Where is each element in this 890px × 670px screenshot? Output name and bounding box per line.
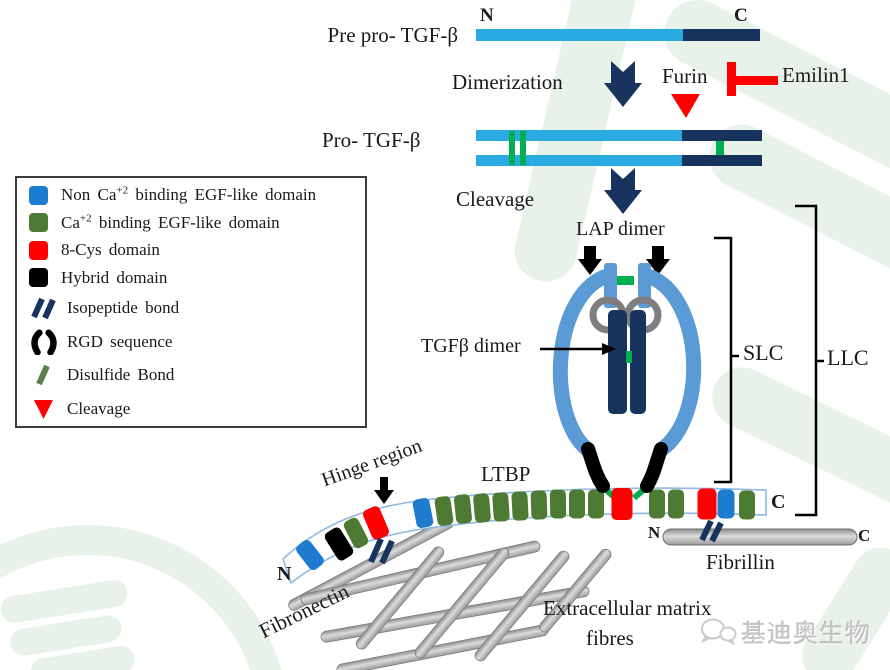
- legend-label: 8-Cys domain: [61, 240, 160, 260]
- legend-label: Hybrid domain: [61, 267, 168, 287]
- tgfb-pointer-arrow: [540, 343, 616, 355]
- legend-item-non-ca-egf: Non Ca+2 binding EGF-like domain: [29, 185, 359, 205]
- slc-bracket: [714, 236, 739, 484]
- legend-item-cleavage: Cleavage: [29, 396, 359, 422]
- tgfb-monomer: [608, 310, 627, 414]
- legend-item-isopeptide: Isopeptide bond: [29, 295, 359, 321]
- tgfb-monomer: [630, 310, 646, 414]
- legend-label: Isopeptide bond: [67, 298, 180, 318]
- ecm-label-line1: Extracellular matrix: [543, 596, 712, 620]
- egf-domain-blue: [412, 498, 434, 528]
- fibrillin-bar: [662, 528, 858, 546]
- legend-box: Non Ca+2 binding EGF-like domain Ca+2 bi…: [15, 176, 367, 428]
- egf-domain-blue: [296, 539, 324, 571]
- disulfide-bond: [617, 276, 634, 285]
- fibrillin-c-label: C: [858, 526, 871, 545]
- legend-label: Non Ca+2 binding EGF-like domain: [61, 184, 317, 204]
- pro-tgfb-label: Pro- TGF-β: [322, 128, 421, 152]
- blue-square-icon: [29, 185, 48, 205]
- fibronectin-n-label: N: [277, 563, 292, 585]
- rgd-tip: [581, 442, 610, 493]
- emilin-label: Emilin1: [782, 63, 850, 87]
- legend-item-hybrid: Hybrid domain: [29, 268, 359, 288]
- slc-complex: [552, 263, 702, 493]
- ltbp-c-label: C: [771, 491, 786, 513]
- legend-label: Disulfide Bond: [67, 365, 175, 385]
- dimerization-label: Dimerization: [452, 70, 563, 94]
- legend-item-8cys: 8-Cys domain: [29, 240, 359, 260]
- legend-item-rgd: RGD sequence: [29, 329, 359, 355]
- furin-label: Furin: [662, 64, 708, 88]
- prepro-c-label: C: [734, 5, 748, 26]
- egf-domain-green: [343, 517, 369, 549]
- red-square-icon: [29, 240, 48, 260]
- cleavage-label: Cleavage: [456, 187, 535, 211]
- disulfide-slash-icon: [36, 365, 50, 386]
- cleavage-arrow: [604, 168, 642, 214]
- legend-label: RGD sequence: [67, 331, 173, 351]
- chat-bubbles-icon: [700, 618, 737, 646]
- legend-label: Cleavage: [67, 398, 131, 418]
- hinge-arrow: [374, 477, 394, 504]
- ltbp-domains: [296, 488, 755, 571]
- legend-item-ca-egf: Ca+2 binding EGF-like domain: [29, 211, 359, 233]
- llc-bracket: [795, 204, 824, 517]
- lap-dimer-label: LAP dimer: [576, 218, 665, 240]
- prepro-bar: [476, 29, 760, 41]
- ltbp-label: LTBP: [481, 462, 531, 486]
- isopeptide-slashes-icon: [31, 298, 56, 320]
- lap-dimer-arrows: [578, 246, 670, 275]
- prepro-n-label: N: [480, 5, 494, 26]
- black-square-icon: [29, 268, 48, 288]
- furin-cleavage-triangle: [671, 94, 700, 118]
- legend-label: Ca+2 binding EGF-like domain: [61, 211, 280, 232]
- lap-arm-left: [552, 269, 612, 458]
- cleavage-triangle-icon: [34, 399, 53, 419]
- cys8-domain: [363, 506, 389, 540]
- fibrillin-n-label: N: [648, 523, 661, 542]
- rgd-tip: [640, 442, 668, 493]
- cys8-domain: [697, 488, 717, 520]
- disulfide-bond: [509, 131, 515, 165]
- prepro-label: Pre pro- TGF-β: [327, 23, 458, 47]
- brand-watermark-text: 基迪奥生物: [741, 620, 872, 648]
- hybrid-domain: [324, 527, 354, 561]
- tgfb-dimer-label: TGFβ dimer: [421, 335, 521, 357]
- fibrillin-label: Fibrillin: [706, 550, 775, 574]
- rgd-wings-icon: [31, 329, 57, 355]
- ecm-label-line2: fibres: [586, 626, 634, 650]
- cys8-domain: [611, 488, 633, 520]
- pro-tgfb-bars: [476, 130, 762, 166]
- disulfide-bond: [626, 351, 632, 363]
- matrix-fibre-rods: [288, 517, 612, 670]
- lap-arm-right: [643, 269, 702, 458]
- brand-watermark: 基迪奥生物: [698, 614, 871, 650]
- disulfide-bond: [520, 131, 526, 165]
- green-square-icon: [29, 213, 48, 233]
- llc-label: LLC: [827, 345, 869, 370]
- legend-item-disulfide: Disulfide Bond: [29, 362, 359, 388]
- emilin-inhibition-symbol: [727, 62, 778, 96]
- isopeptide-bonds: [368, 519, 724, 565]
- ltbp-band: [282, 487, 767, 585]
- dimerization-arrow: [604, 61, 642, 107]
- slc-label: SLC: [743, 340, 784, 365]
- disulfide-bond: [716, 141, 724, 155]
